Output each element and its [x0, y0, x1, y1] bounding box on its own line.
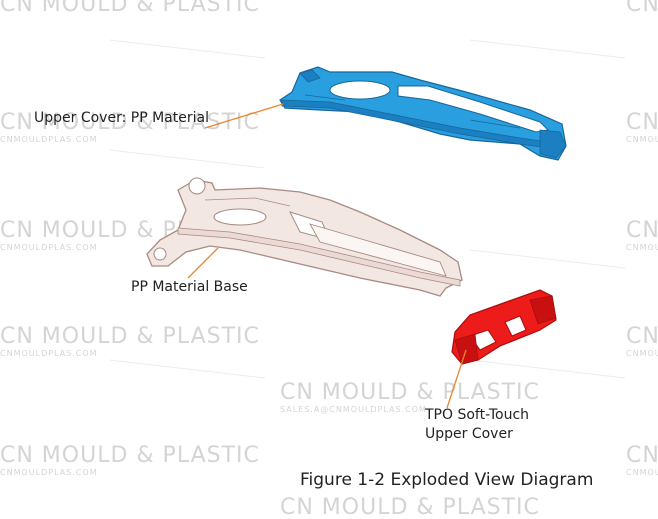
leader-lines: [187, 103, 467, 409]
label-tpo-cover: TPO Soft-Touch Upper Cover: [425, 406, 529, 444]
leader-base: [187, 247, 219, 279]
label-base: PP Material Base: [131, 279, 248, 295]
upper-cover-part: [279, 66, 567, 161]
watermark: CN MOULD & PLASTIC CNMOULDPLAS.COM: [626, 324, 658, 358]
watermark: CN MOULD & PL CNMOULDPLAS.COM: [0, 218, 191, 252]
watermark: CN MOULD & PLASTIC CNMOULDPLAS.COM: [0, 324, 260, 358]
watermark: CN MOULD & PLASTIC CNMOULDPLAS.COM: [0, 110, 260, 144]
watermark: CN MOULD & PLASTIC SALES.A@CNMOULDPLAS.C…: [280, 380, 540, 414]
watermark: CN MOULD & PLASTIC: [0, 0, 260, 17]
watermark: CN MOULD & PLASTIC CNMOULDPLAS.COM: [626, 110, 658, 144]
watermark: CN MOULD & PLASTIC: [626, 0, 658, 17]
figure-caption: Figure 1-2 Exploded View Diagram: [300, 470, 594, 490]
watermark: CN MOULD & PLASTIC CNMOULDPLAS.COM: [626, 218, 658, 252]
watermark: CN MOULD & PLASTIC SALES.A@CNMOULDPLAS.C…: [280, 495, 540, 519]
tpo-cover-part: [451, 289, 557, 365]
leader-upper-cover: [204, 103, 284, 129]
watermark: CN MOULD & PLASTIC CNMOULDPLAS.COM: [0, 443, 260, 477]
leader-tpo-cover: [446, 349, 467, 409]
label-tpo-line-1: TPO Soft-Touch: [425, 407, 530, 423]
background-lines: [109, 39, 626, 379]
label-tpo-line-2: Upper Cover: [425, 426, 513, 442]
pp-base-part: [146, 177, 463, 297]
watermark: CN MOULD & PLASTIC CNMOULDPLAS.COM: [626, 443, 658, 477]
label-upper-cover: Upper Cover: PP Material: [34, 110, 209, 126]
